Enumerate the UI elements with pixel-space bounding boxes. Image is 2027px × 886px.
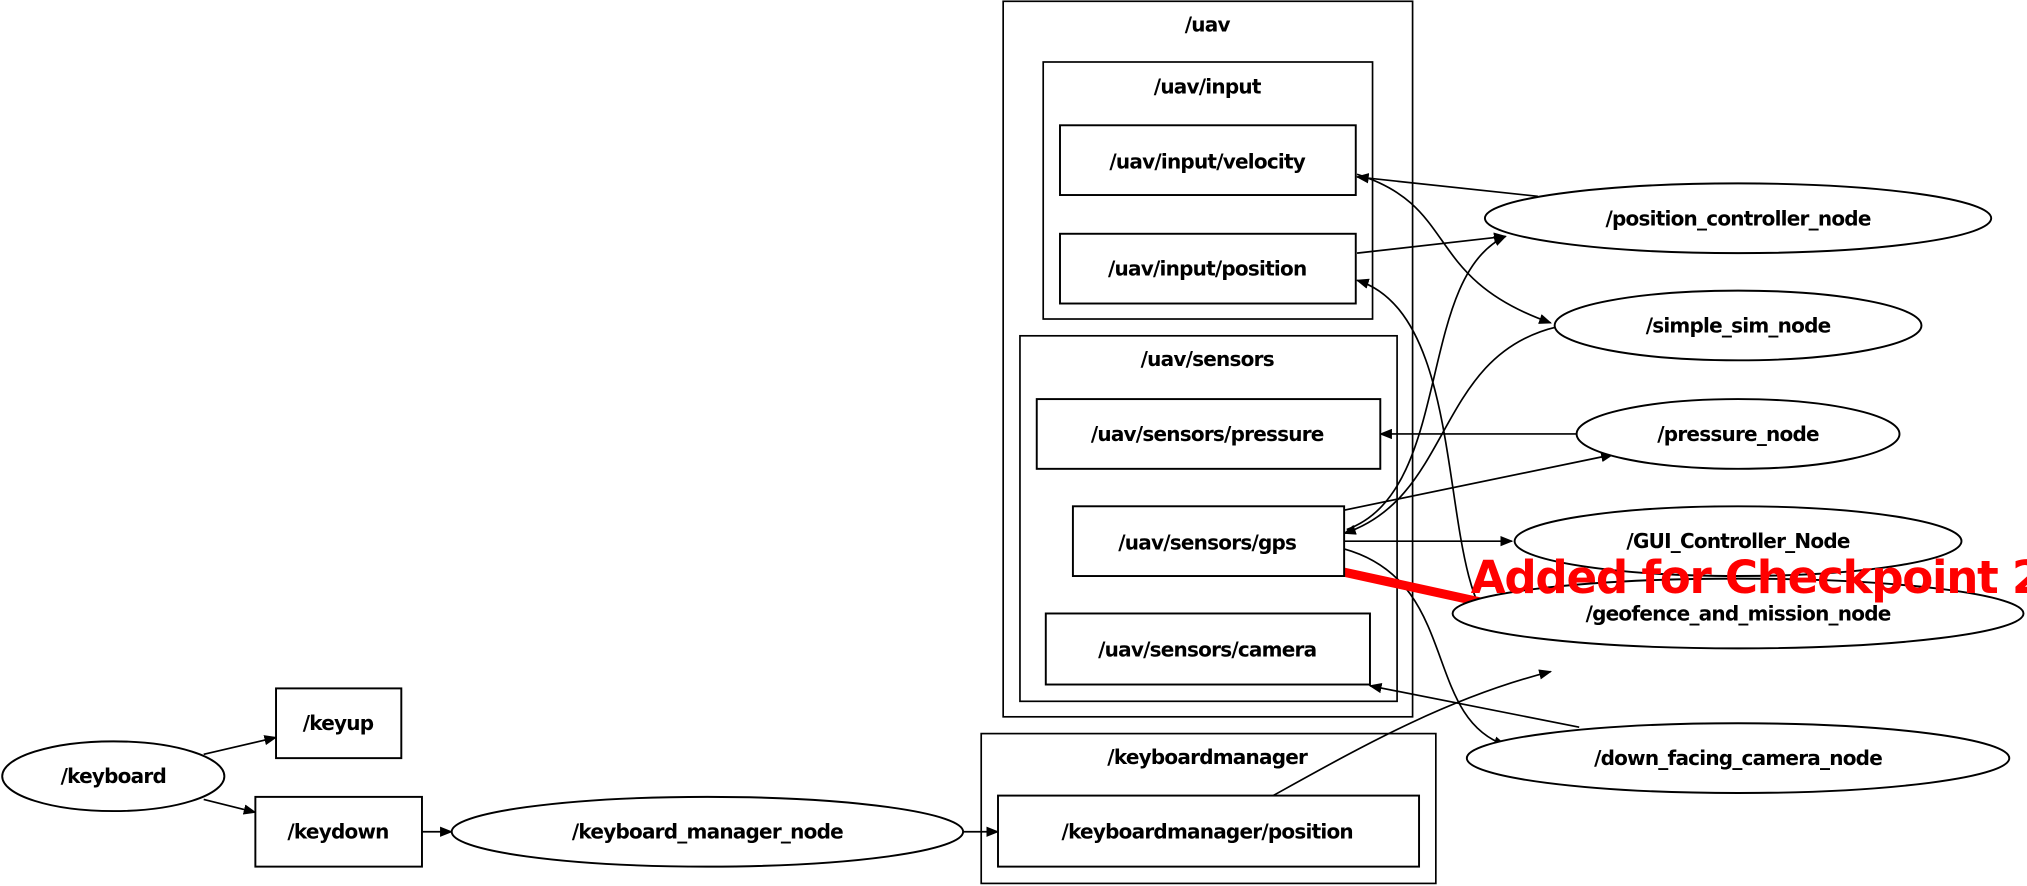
edge-keyboard-to-keyup [203,735,278,756]
topic-velocity-label: /uav/input/velocity [1109,149,1305,173]
topic-position[interactable]: /uav/input/position [1059,232,1357,305]
topic-pressure-label: /uav/sensors/pressure [1091,422,1324,446]
node-keyboard-label: /keyboard [61,764,166,788]
node-pressure[interactable]: /pressure_node [1575,398,1901,470]
node-simple-sim[interactable]: /simple_sim_node [1553,289,1923,362]
topic-keyup[interactable]: /keyup [275,687,403,760]
topic-keyup-label: /keyup [303,711,374,735]
topic-camera[interactable]: /uav/sensors/camera [1044,612,1371,686]
node-keyboard-manager[interactable]: /keyboard_manager_node [450,795,965,868]
cluster-uav: /uav [1002,0,1414,718]
node-keyboard-manager-label: /keyboard_manager_node [572,820,843,844]
topic-pressure[interactable]: /uav/sensors/pressure [1035,398,1382,470]
topic-position-label: /uav/input/position [1108,257,1306,281]
node-gui-controller-label: /GUI_Controller_Node [1626,529,1849,553]
node-simple-sim-label: /simple_sim_node [1646,313,1831,337]
edge-position-controller-to-velocity [1355,173,1538,198]
topic-keydown-label: /keydown [287,820,388,844]
topic-velocity[interactable]: /uav/input/velocity [1059,124,1357,196]
cluster-keyboardmanager: /keyboardmanager [980,732,1437,885]
edge-velocity-to-simple-sim [1356,173,1553,324]
checkpoint-annotation: Added for Checkpoint 2 [1471,551,2027,604]
edge-position-to-position-controller [1356,232,1507,254]
cluster-uav-input: /uav/input [1042,61,1374,320]
edge-gps-to-pressure-node [1343,451,1615,511]
node-geofence-label: /geofence_and_mission_node [1586,601,1891,625]
node-down-camera[interactable]: /down_facing_camera_node [1465,722,2011,794]
topic-kbm-position[interactable]: /keyboardmanager/position [997,794,1421,868]
node-keyboard[interactable]: /keyboard [1,740,226,813]
node-down-camera-label: /down_facing_camera_node [1594,746,1882,770]
edge-kbm-position-to-geofence [1272,669,1553,797]
node-geofence[interactable]: /geofence_and_mission_node [1451,577,2025,650]
cluster-uav-label: /uav [1185,13,1231,37]
edge-keyboard-to-keydown [203,798,257,815]
edge-gps-to-position-controller [1346,235,1507,531]
topic-kbm-position-label: /keyboardmanager/position [1062,820,1353,844]
edge-simple-sim-to-gps [1342,325,1558,535]
edges [203,173,1615,837]
node-position-controller[interactable]: /position_controller_node [1483,182,1993,255]
node-position-controller-label: /position_controller_node [1605,206,1870,230]
topic-camera-label: /uav/sensors/camera [1098,638,1316,662]
edge-down-camera-to-camera [1368,682,1580,728]
topic-keydown[interactable]: /keydown [254,795,423,868]
cluster-keyboardmanager-label: /keyboardmanager [1107,745,1308,769]
cluster-uav-sensors-label: /uav/sensors [1141,347,1274,371]
topic-gps[interactable]: /uav/sensors/gps [1071,505,1346,577]
node-gui-controller[interactable]: /GUI_Controller_Node [1513,505,1963,577]
topic-gps-label: /uav/sensors/gps [1118,530,1296,554]
cluster-uav-input-label: /uav/input [1154,75,1262,99]
cluster-uav-sensors: /uav/sensors [1019,334,1398,703]
node-pressure-label: /pressure_node [1657,422,1819,446]
edge-gps-to-down-camera [1343,548,1507,747]
